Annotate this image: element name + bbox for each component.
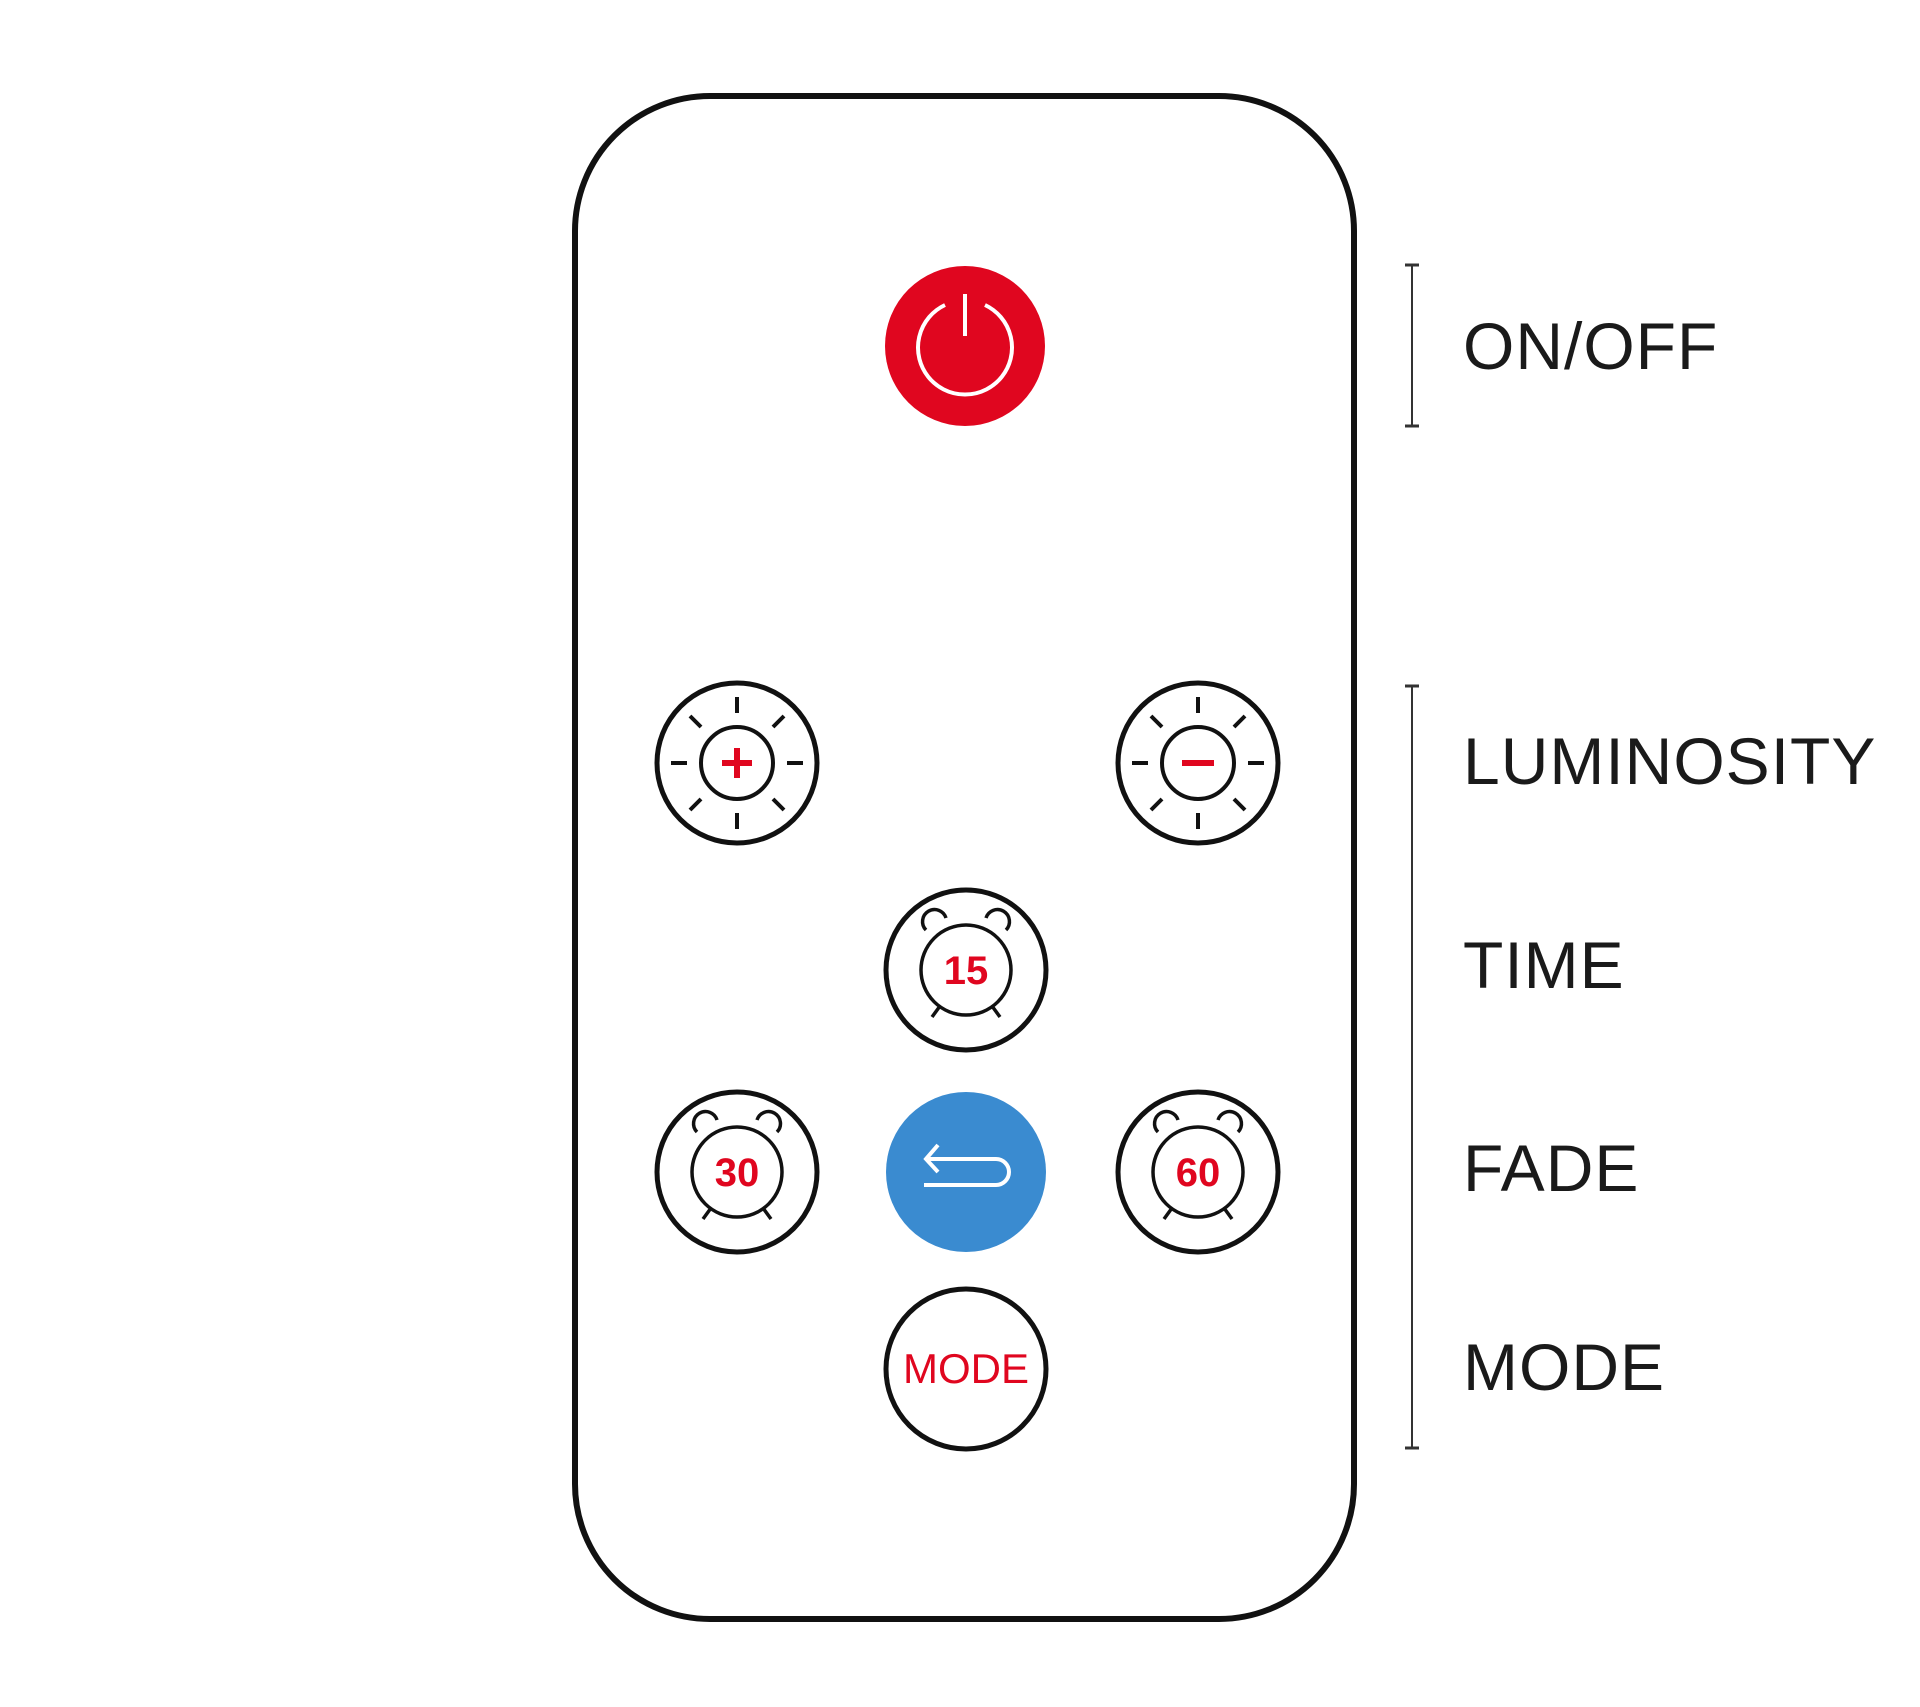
legend-time: TIME bbox=[1463, 928, 1625, 1002]
legend-mode: MODE bbox=[1463, 1330, 1665, 1404]
bracket-on-off bbox=[1405, 263, 1419, 428]
plus-icon bbox=[722, 748, 752, 778]
brightness-up-button[interactable] bbox=[657, 683, 817, 843]
power-button[interactable] bbox=[885, 266, 1045, 426]
return-arrow-icon bbox=[923, 1143, 1011, 1187]
timer-60-button[interactable]: 60 bbox=[1118, 1092, 1278, 1252]
brightness-down-button[interactable] bbox=[1118, 683, 1278, 843]
legend-on-off: ON/OFF bbox=[1463, 309, 1718, 383]
legend-fade: FADE bbox=[1463, 1131, 1639, 1205]
timer-60-label: 60 bbox=[1176, 1151, 1221, 1195]
timer-15-label: 15 bbox=[944, 949, 989, 993]
fade-button[interactable] bbox=[886, 1092, 1046, 1252]
mode-button-label: MODE bbox=[903, 1345, 1029, 1392]
legend-luminosity: LUMINOSITY bbox=[1463, 724, 1876, 798]
power-icon bbox=[916, 294, 1014, 397]
timer-30-label: 30 bbox=[715, 1151, 760, 1195]
timer-15-button[interactable]: 15 bbox=[886, 890, 1046, 1050]
timer-30-button[interactable]: 30 bbox=[657, 1092, 817, 1252]
mode-button[interactable]: MODE bbox=[883, 1286, 1049, 1452]
bracket-functions bbox=[1405, 684, 1419, 1450]
